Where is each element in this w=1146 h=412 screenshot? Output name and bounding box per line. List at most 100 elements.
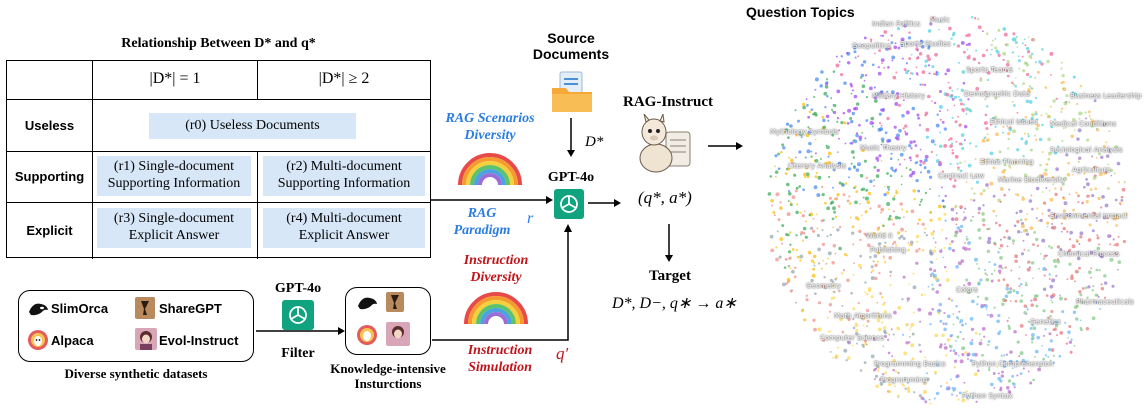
knowledge-box bbox=[345, 287, 431, 355]
scatter-point bbox=[888, 208, 890, 211]
scatter-point bbox=[964, 107, 969, 111]
scatter-point bbox=[1063, 176, 1068, 181]
scatter-point bbox=[1007, 379, 1012, 383]
scatter-point bbox=[977, 369, 980, 373]
scatter-point bbox=[919, 200, 922, 203]
output-pair: (q*, a*) bbox=[638, 188, 692, 207]
scatter-point bbox=[892, 368, 895, 372]
scatter-point bbox=[1015, 359, 1019, 363]
center-gpt-icon[interactable] bbox=[554, 189, 584, 219]
scatter-point bbox=[1011, 367, 1014, 369]
scatter-point bbox=[981, 218, 986, 223]
scatter-point bbox=[864, 232, 869, 237]
scatter-point bbox=[900, 37, 905, 42]
scatter-point bbox=[1073, 280, 1076, 283]
scatter-point bbox=[803, 175, 807, 179]
scatter-point bbox=[957, 261, 962, 266]
scatter-point bbox=[938, 195, 940, 197]
scatter-point bbox=[787, 190, 791, 193]
scatter-point bbox=[886, 185, 890, 189]
scatter-point bbox=[1049, 51, 1054, 56]
output-to-target-arrow bbox=[665, 224, 673, 262]
scatter-point bbox=[1089, 188, 1093, 191]
scatter-point bbox=[931, 307, 935, 311]
scatter-point bbox=[967, 357, 969, 360]
scatter-point bbox=[873, 86, 876, 89]
scatter-point bbox=[846, 340, 850, 344]
scatter-point bbox=[858, 123, 861, 127]
scatter-point bbox=[1039, 163, 1042, 167]
scatter-point bbox=[920, 293, 924, 297]
scatter-point bbox=[1011, 374, 1015, 378]
scatter-point bbox=[1008, 326, 1011, 330]
topic-label: Agriculture bbox=[1072, 166, 1111, 174]
scatter-point bbox=[836, 89, 841, 94]
scatter-point bbox=[1065, 153, 1069, 157]
scatter-point bbox=[1018, 266, 1021, 268]
scatter-point bbox=[1031, 333, 1035, 337]
scatter-point bbox=[967, 42, 971, 46]
scatter-point bbox=[1115, 213, 1118, 217]
scatter-point bbox=[894, 42, 897, 45]
scatter-point bbox=[970, 174, 973, 177]
scatter-point bbox=[915, 56, 919, 60]
scatter-point bbox=[871, 269, 875, 273]
scatter-point bbox=[787, 233, 790, 237]
scatter-point bbox=[903, 68, 907, 72]
scatter-point bbox=[929, 22, 933, 26]
scatter-point bbox=[875, 174, 880, 178]
scatter-point bbox=[963, 381, 966, 384]
scatter-point bbox=[1051, 301, 1054, 304]
scatter-point bbox=[981, 212, 985, 216]
scatter-point bbox=[970, 187, 974, 190]
scatter-point bbox=[843, 121, 847, 125]
scatter-point bbox=[784, 257, 788, 261]
scatter-point bbox=[1018, 355, 1021, 358]
scatter-point bbox=[884, 185, 887, 188]
scatter-point bbox=[828, 196, 832, 200]
scatter-point bbox=[812, 217, 815, 220]
instruction-diversity: Instruction Diversity bbox=[450, 252, 542, 286]
scatter-point bbox=[895, 244, 898, 247]
scatter-point bbox=[799, 211, 802, 214]
scatter-point bbox=[1045, 112, 1048, 115]
scatter-point bbox=[881, 295, 884, 299]
scatter-point bbox=[826, 316, 829, 319]
scatter-point bbox=[785, 168, 789, 171]
scatter-point bbox=[1060, 188, 1063, 191]
scatter-point bbox=[963, 124, 968, 129]
row-label-supporting: Supporting bbox=[14, 169, 85, 184]
scatter-point bbox=[1098, 172, 1103, 177]
scatter-point bbox=[942, 322, 945, 325]
scatter-point bbox=[901, 333, 905, 336]
scatter-point bbox=[857, 162, 861, 167]
scatter-point bbox=[961, 146, 965, 150]
scatter-point bbox=[1046, 225, 1049, 228]
scatter-point bbox=[871, 63, 875, 67]
rag-instruct-label: RAG-Instruct bbox=[623, 94, 713, 110]
scatter-point bbox=[977, 211, 981, 215]
scatter-point bbox=[877, 312, 880, 315]
scatter-point bbox=[841, 182, 844, 186]
scatter-point bbox=[941, 333, 945, 338]
scatter-point bbox=[1124, 212, 1128, 217]
scatter-point bbox=[1012, 289, 1016, 293]
scatter-point bbox=[1032, 326, 1037, 331]
scatter-point bbox=[974, 257, 978, 262]
scatter-point bbox=[1096, 246, 1101, 251]
table-to-gpt-arrow bbox=[430, 196, 553, 204]
scatter-point bbox=[959, 161, 962, 165]
scatter-point bbox=[920, 44, 925, 49]
source-documents-label: Source Documents bbox=[526, 30, 616, 62]
scatter-point bbox=[773, 214, 776, 217]
scatter-point bbox=[1018, 285, 1021, 288]
scatter-point bbox=[891, 55, 896, 60]
scatter-point bbox=[1049, 73, 1052, 76]
scatter-point bbox=[976, 303, 979, 306]
scatter-point bbox=[881, 62, 883, 65]
scatter-point bbox=[880, 90, 884, 94]
scatter-point bbox=[1111, 284, 1115, 288]
scatter-point bbox=[996, 365, 999, 368]
scatter-point bbox=[805, 220, 807, 223]
scatter-point bbox=[1006, 319, 1009, 323]
